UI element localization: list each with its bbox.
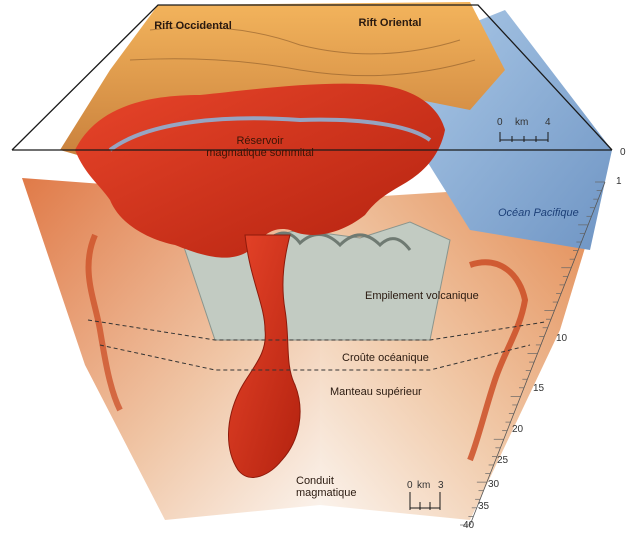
label-manteau: Manteau supérieur xyxy=(330,386,422,398)
scale-top-end: 4 xyxy=(545,117,551,128)
label-rift-oriental: Rift Oriental xyxy=(345,17,435,29)
label-ocean: Océan Pacifique xyxy=(498,207,579,219)
label-croute: Croûte océanique xyxy=(342,352,429,364)
depth-label-20: 20 xyxy=(512,424,523,435)
depth-label-15: 15 xyxy=(533,383,544,394)
depth-label-1: 1 xyxy=(616,176,622,187)
scale-top-unit: km xyxy=(515,117,528,128)
label-conduit: Conduit magmatique xyxy=(296,475,376,499)
scale-bottom-end: 3 xyxy=(438,480,444,491)
label-empilement: Empilement volcanique xyxy=(365,290,479,302)
depth-label-30: 30 xyxy=(488,479,499,490)
depth-label-40: 40 xyxy=(463,520,474,531)
scale-bottom-unit: km xyxy=(417,480,430,491)
label-reservoir: Réservoir magmatique sommital xyxy=(205,135,315,159)
depth-label-35: 35 xyxy=(478,501,489,512)
depth-label-0: 0 xyxy=(620,147,626,158)
scale-bottom-start: 0 xyxy=(407,480,413,491)
label-rift-occidental: Rift Occidental xyxy=(148,20,238,32)
depth-label-10: 10 xyxy=(556,333,567,344)
scale-top-start: 0 xyxy=(497,117,503,128)
depth-label-25: 25 xyxy=(497,455,508,466)
